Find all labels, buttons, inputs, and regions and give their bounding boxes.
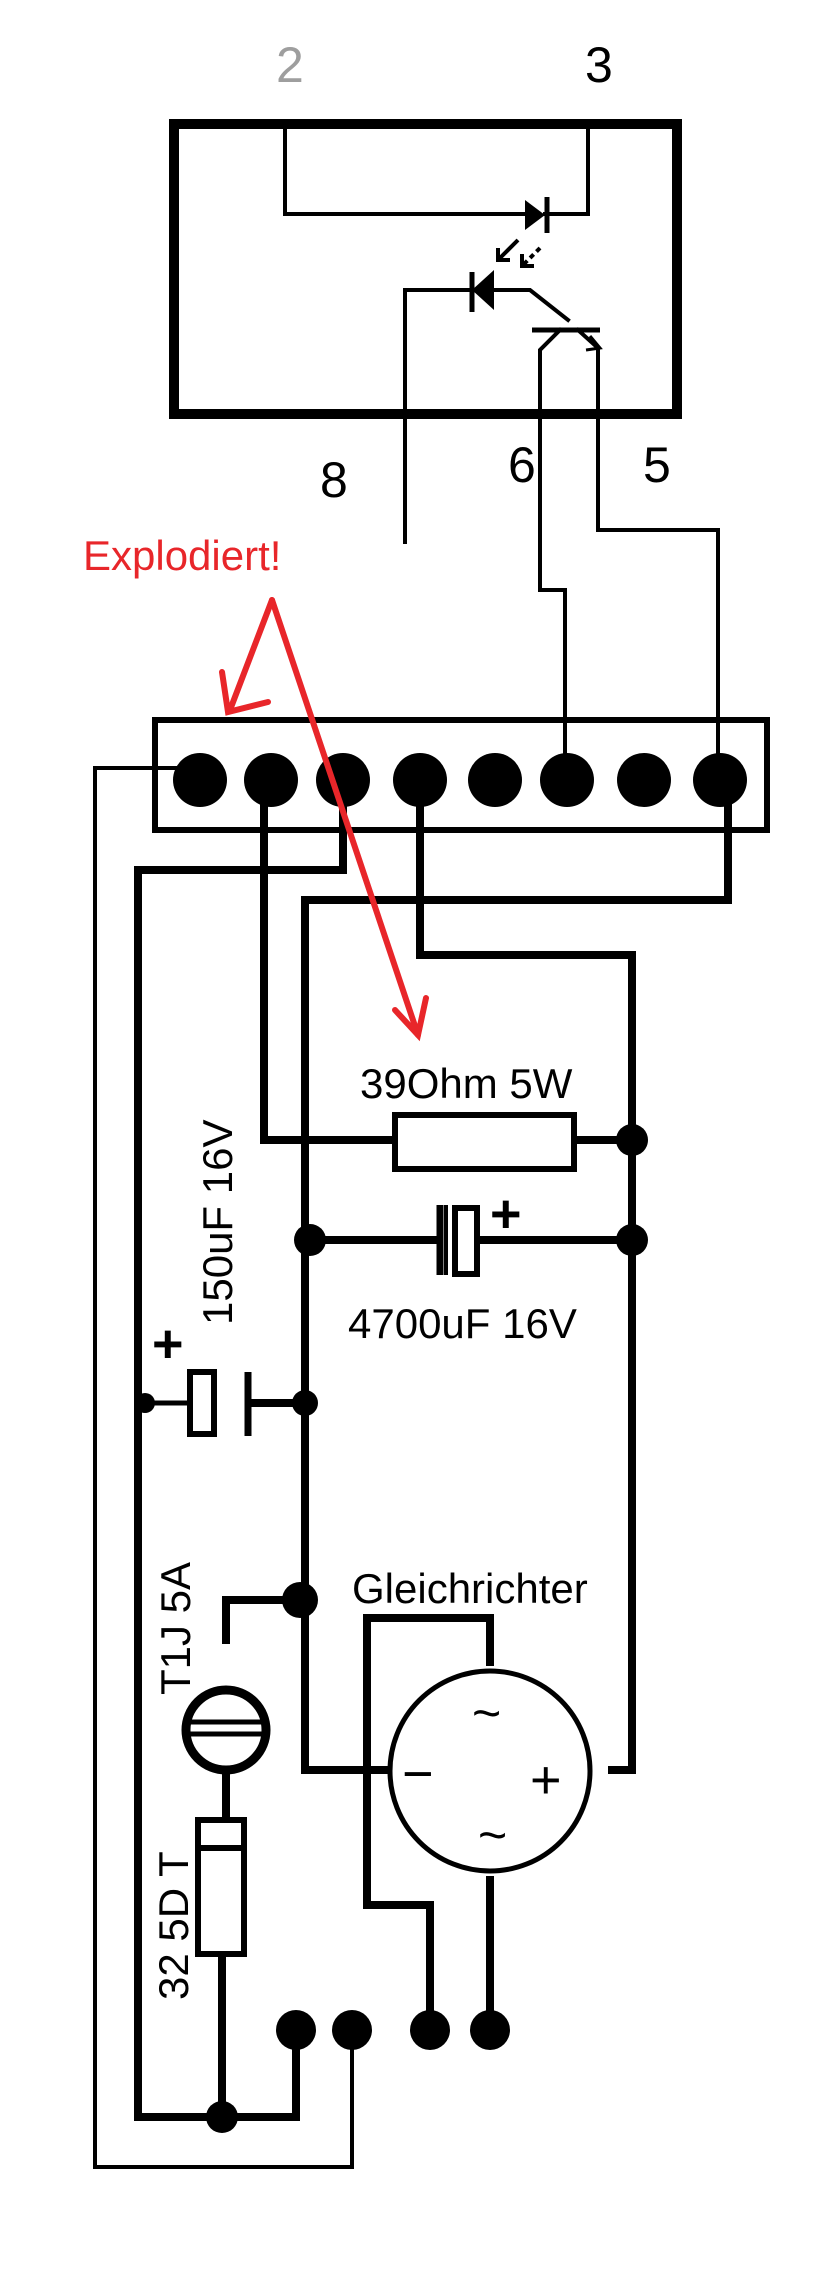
fuse-icon	[181, 1685, 271, 1775]
rectifier-plus: +	[530, 1750, 562, 1810]
ntc-label: 32 5D T	[150, 1851, 197, 2000]
rectifier-label: Gleichrichter	[352, 1565, 588, 1612]
rectifier-minus: −	[402, 1744, 434, 1804]
fuse-label: T1J 5A	[152, 1562, 199, 1695]
terminal-2	[244, 753, 298, 807]
photodiode-icon	[472, 270, 494, 310]
light-arrows-icon	[496, 238, 542, 268]
terminal-5	[468, 753, 522, 807]
annotation-arrows	[219, 597, 429, 1042]
capacitor-4700uf	[436, 1205, 480, 1277]
capacitor-main-label: 4700uF 16V	[348, 1300, 577, 1347]
resistor-39ohm	[392, 1112, 577, 1172]
capacitor-small-label: 150uF 16V	[194, 1120, 241, 1326]
mains-connectors	[276, 2010, 510, 2050]
rectifier-ac-bottom: ~	[478, 1807, 507, 1863]
pin-5-label: 5	[643, 437, 671, 493]
terminal-7	[617, 753, 671, 807]
junction-dots	[135, 1124, 648, 2133]
rectifier-bridge	[387, 1668, 593, 1874]
pin-6-label: 6	[508, 437, 536, 493]
capacitor-small-plus: +	[152, 1314, 184, 1374]
led-icon	[525, 200, 545, 230]
pin-8-label: 8	[320, 452, 348, 508]
capacitor-150uf	[187, 1369, 252, 1437]
ntc-thermistor	[195, 1817, 247, 1957]
optocoupler-module	[169, 119, 720, 782]
terminal-6	[540, 753, 594, 807]
wiring	[93, 766, 732, 2169]
rectifier-ac-top: ~	[472, 1685, 501, 1741]
pin-3-label: 3	[585, 37, 613, 93]
terminal-1	[173, 753, 227, 807]
capacitor-main-plus: +	[490, 1184, 522, 1244]
resistor-label: 39Ohm 5W	[360, 1060, 573, 1107]
terminal-4	[393, 753, 447, 807]
terminal-8	[693, 753, 747, 807]
explodiert-annotation: Explodiert!	[83, 532, 281, 579]
terminal-block	[152, 717, 770, 833]
pin-2-label: 2	[276, 37, 304, 93]
phototransistor-icon	[532, 327, 720, 782]
